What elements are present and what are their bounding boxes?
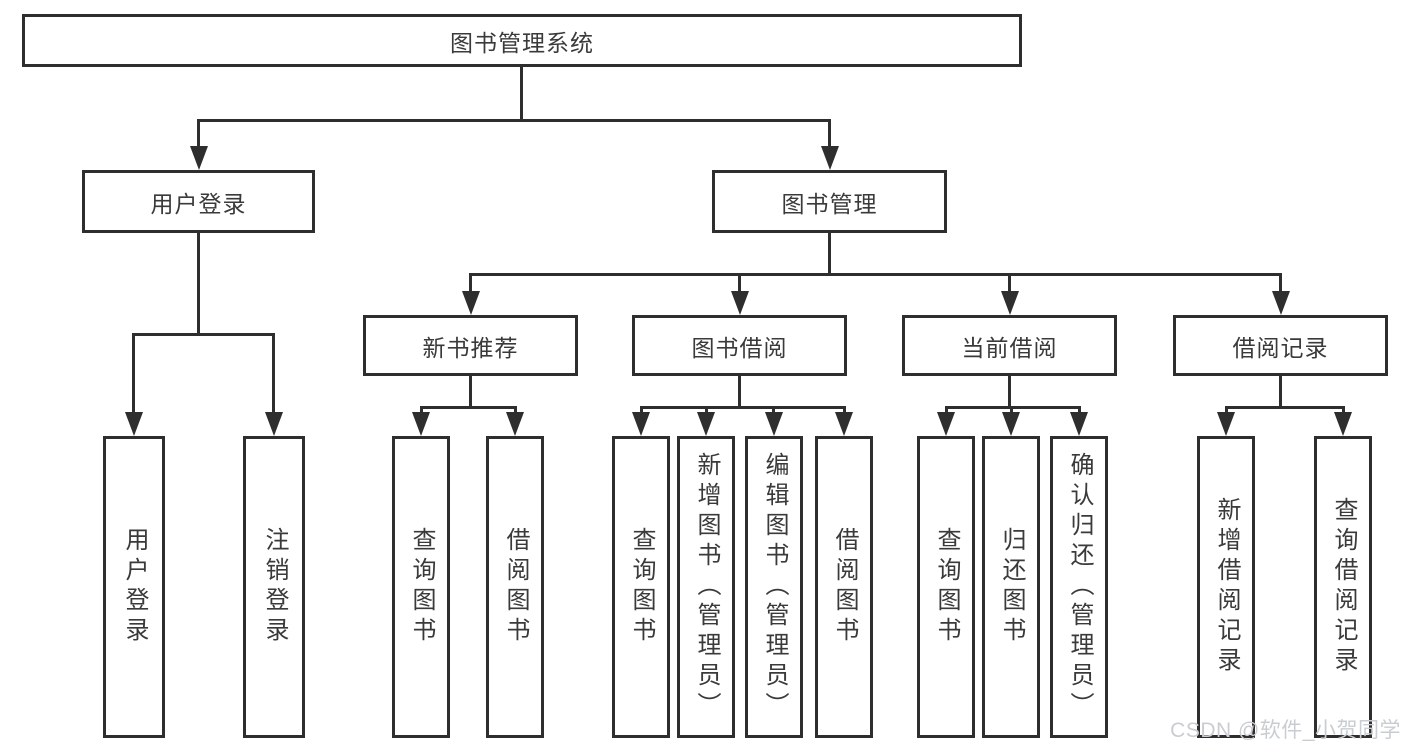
arrow-down-icon (1334, 412, 1352, 436)
node-book-borrowing: 图书借阅 (632, 315, 847, 376)
node-label: 归还图书 (998, 527, 1025, 647)
arrow-down-icon (1217, 412, 1235, 436)
node-label: 新增借阅记录 (1213, 497, 1240, 677)
connector-vline (420, 406, 423, 415)
connector-vline (132, 333, 135, 413)
leaf-query-books-recommend: 查询图书 (392, 436, 450, 738)
connector-vline (1008, 273, 1011, 293)
arrow-down-icon (125, 412, 143, 436)
connector-vline (197, 119, 200, 149)
leaf-borrow-books-borrowing: 借阅图书 (815, 436, 873, 738)
connector-vline (1279, 376, 1282, 408)
arrow-down-icon (937, 412, 955, 436)
connector-hline (420, 406, 517, 409)
arrow-down-icon (821, 146, 839, 170)
node-label: 借阅图书 (831, 527, 858, 647)
node-label: 查询图书 (933, 527, 960, 647)
leaf-query-borrow-record: 查询借阅记录 (1314, 436, 1372, 738)
node-label: 查询图书 (408, 527, 435, 647)
connector-vline (738, 376, 741, 408)
node-label: 注销登录 (261, 527, 288, 647)
leaf-confirm-return-admin: 确认归还（管理员） (1050, 436, 1108, 738)
leaf-add-borrow-record: 新增借阅记录 (1197, 436, 1255, 738)
connector-hline (197, 119, 831, 122)
node-label: 借阅记录 (1232, 334, 1329, 361)
node-label: 新增图书（管理员） (693, 452, 720, 722)
connector-vline (1010, 406, 1013, 415)
node-label: 借阅图书 (502, 527, 529, 647)
arrow-down-icon (697, 412, 715, 436)
node-label: 查询借阅记录 (1330, 497, 1357, 677)
connector-vline (1279, 273, 1282, 293)
arrow-down-icon (835, 412, 853, 436)
connector-vline (197, 233, 200, 335)
node-label: 当前借阅 (961, 334, 1058, 361)
arrow-down-icon (731, 291, 749, 315)
connector-hline (640, 406, 846, 409)
connector-vline (469, 376, 472, 408)
connector-vline (514, 406, 517, 415)
connector-vline (1225, 406, 1228, 415)
node-label: 编辑图书（管理员） (761, 452, 788, 722)
arrow-down-icon (190, 146, 208, 170)
node-book-management: 图书管理 (712, 170, 947, 233)
connector-vline (1342, 406, 1345, 415)
node-borrowing-records: 借阅记录 (1173, 315, 1388, 376)
node-label: 查询图书 (628, 527, 655, 647)
connector-hline (469, 273, 1282, 276)
arrow-down-icon (506, 412, 524, 436)
connector-vline (945, 406, 948, 415)
connector-vline (828, 119, 831, 149)
arrow-down-icon (412, 412, 430, 436)
node-label: 用户登录 (121, 527, 148, 647)
node-label: 图书管理系统 (450, 29, 594, 56)
arrow-down-icon (632, 412, 650, 436)
arrow-down-icon (1001, 291, 1019, 315)
arrow-down-icon (265, 412, 283, 436)
leaf-logout-login: 注销登录 (243, 436, 305, 738)
connector-vline (520, 67, 523, 121)
connector-vline (272, 333, 275, 413)
connector-vline (1078, 406, 1081, 415)
connector-vline (640, 406, 643, 415)
csdn-watermark: CSDN @软件_小贺同学 (1170, 719, 1401, 742)
arrow-down-icon (1002, 412, 1020, 436)
connector-vline (705, 406, 708, 415)
node-user-login: 用户登录 (82, 170, 315, 233)
node-label: 确认归还（管理员） (1066, 452, 1093, 722)
node-library-management-system: 图书管理系统 (22, 14, 1022, 67)
node-label: 新书推荐 (422, 334, 519, 361)
node-label: 图书借阅 (691, 334, 788, 361)
connector-vline (843, 406, 846, 415)
leaf-query-books-borrowing: 查询图书 (612, 436, 670, 738)
connector-vline (772, 406, 775, 415)
leaf-query-books-current: 查询图书 (917, 436, 975, 738)
leaf-user-login: 用户登录 (103, 436, 165, 738)
leaf-add-books-admin: 新增图书（管理员） (677, 436, 735, 738)
node-new-book-recommend: 新书推荐 (363, 315, 578, 376)
arrow-down-icon (1070, 412, 1088, 436)
arrow-down-icon (1272, 291, 1290, 315)
node-current-borrowing: 当前借阅 (902, 315, 1117, 376)
leaf-return-books: 归还图书 (982, 436, 1040, 738)
connector-vline (738, 273, 741, 293)
connector-vline (469, 273, 472, 293)
leaf-edit-books-admin: 编辑图书（管理员） (745, 436, 803, 738)
leaf-borrow-books-recommend: 借阅图书 (486, 436, 544, 738)
connector-vline (1008, 376, 1011, 408)
connector-vline (828, 233, 831, 275)
connector-hline (132, 333, 275, 336)
connector-hline (945, 406, 1081, 409)
node-label: 用户登录 (150, 190, 247, 217)
arrow-down-icon (765, 412, 783, 436)
connector-hline (1225, 406, 1345, 409)
arrow-down-icon (462, 291, 480, 315)
node-label: 图书管理 (781, 190, 878, 217)
